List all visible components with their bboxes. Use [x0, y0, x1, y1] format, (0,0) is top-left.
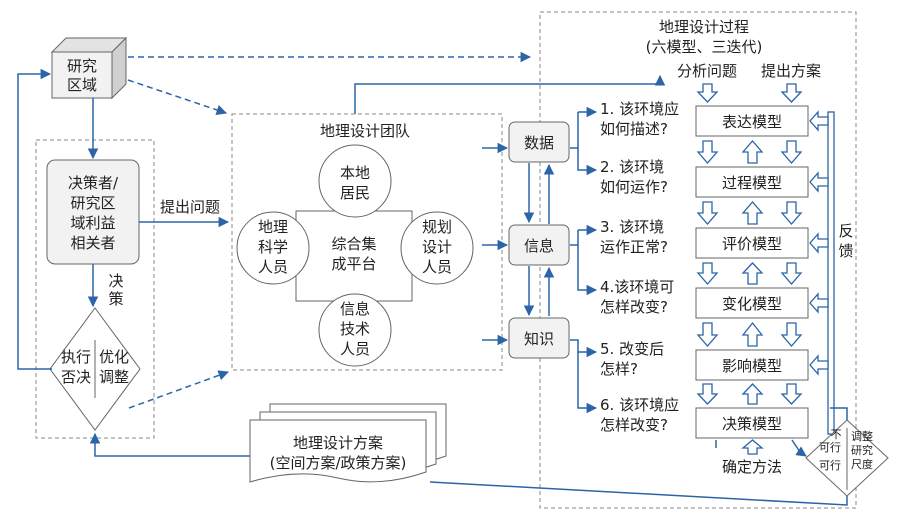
stakeholders-line2: 研究区	[70, 194, 115, 212]
scale-scale-label: 尺度	[851, 457, 873, 471]
feedback-label-2: 馈	[838, 242, 853, 260]
question-1-line2: 如何描述?	[600, 120, 668, 138]
scale-study-label: 研究	[851, 443, 873, 457]
model-3-box: 评价模型	[695, 227, 809, 259]
planner-line1: 规划	[422, 218, 452, 236]
model-1-box: 表达模型	[695, 105, 809, 137]
model-6-box: 决策模型	[695, 407, 809, 439]
feedback-arrows	[809, 110, 829, 376]
plan-documents: 地理设计方案 (空间方案/政策方案)	[249, 403, 447, 483]
stakeholders-box: 决策者/ 研究区 域利益 相关者	[46, 159, 140, 265]
feedback-bar	[827, 111, 835, 435]
question-3-line1: 3. 该环境	[600, 218, 664, 236]
question-2-line1: 2. 该环境	[600, 158, 664, 176]
process-subtitle: (六模型、三迭代)	[646, 38, 763, 56]
stakeholders-line4: 相关者	[70, 234, 115, 252]
question-3-line2: 运作正常?	[600, 238, 668, 256]
iteration-arrows	[696, 83, 803, 455]
local-line2: 居民	[340, 184, 370, 202]
scale-not-label: 不	[831, 428, 842, 441]
local-line1: 本地	[340, 164, 370, 182]
question-4-line1: 4.该环境可	[600, 278, 674, 296]
question-5-line2: 怎样?	[600, 360, 638, 378]
feedback-label-1: 反	[838, 222, 853, 240]
study-area-line1: 研究	[67, 57, 97, 75]
model-4-label: 变化模型	[722, 295, 782, 313]
question-1-line1: 1. 该环境应	[600, 100, 679, 118]
local-residents-circle	[318, 144, 392, 218]
stakeholder-frame	[35, 139, 155, 439]
scale-adjust-label: 调整	[851, 429, 873, 443]
platform-line1: 综合集	[331, 235, 376, 253]
model-1-label: 表达模型	[722, 113, 782, 131]
tech-line3: 人员	[340, 340, 370, 358]
knowledge-box: 知识	[508, 317, 570, 359]
question-6-line2: 怎样改变?	[600, 416, 668, 434]
stakeholders-line1: 决策者/	[68, 174, 119, 192]
label-propose: 提出方案	[761, 62, 821, 80]
decision-adjust: 调整	[99, 368, 129, 386]
geo-line3: 人员	[258, 258, 288, 276]
decision-label-2: 策	[108, 290, 123, 308]
model-2-box: 过程模型	[695, 166, 809, 198]
information-label: 信息	[524, 237, 554, 255]
study-area-line2: 区域	[67, 76, 97, 94]
propose-problem-label: 提出问题	[160, 198, 220, 216]
label-analyze: 分析问题	[677, 62, 737, 80]
geo-line2: 科学	[258, 238, 288, 256]
geo-line1: 地理	[258, 218, 288, 236]
decision-optimize: 优化	[99, 348, 129, 366]
plan-subtitle: (空间方案/政策方案)	[270, 454, 407, 472]
information-box: 信息	[508, 224, 570, 266]
model-3-label: 评价模型	[722, 235, 782, 253]
tech-line1: 信息	[340, 300, 370, 318]
plan-title: 地理设计方案	[293, 434, 383, 452]
process-title: 地理设计过程	[659, 18, 749, 36]
determine-method-label: 确定方法	[722, 458, 782, 476]
tech-line2: 技术	[340, 320, 370, 338]
question-5-line1: 5. 改变后	[600, 340, 664, 358]
model-6-label: 决策模型	[722, 415, 782, 433]
study-area-box: 研究 区域	[50, 36, 128, 100]
platform-line2: 成平台	[331, 255, 376, 273]
stakeholders-line3: 域利益	[70, 214, 115, 232]
planners-circle	[400, 211, 474, 285]
decision-label-1: 决	[108, 272, 123, 290]
decision-diamond: 执行 优化 否决 调整	[49, 307, 141, 431]
planner-line2: 设计	[422, 238, 452, 256]
question-4-line2: 怎样改变?	[600, 298, 668, 316]
question-6-line1: 6. 该环境应	[600, 396, 679, 414]
it-staff-circle	[318, 293, 392, 367]
model-4-box: 变化模型	[695, 287, 809, 319]
model-2-label: 过程模型	[722, 174, 782, 192]
scale-diamond: 不 可行 可行 调整 研究 尺度	[805, 419, 889, 497]
decision-execute: 执行	[61, 348, 91, 366]
geo-scientists-circle	[236, 211, 310, 285]
scale-feasible-label: 可行	[819, 441, 841, 454]
team-title: 地理设计团队	[320, 122, 410, 140]
data-label: 数据	[524, 134, 554, 152]
knowledge-label: 知识	[524, 330, 554, 348]
planner-line3: 人员	[422, 258, 452, 276]
team-frame	[231, 113, 503, 371]
questions: 1. 该环境应 如何描述? 2. 该环境 如何运作? 3. 该环境 运作正常? …	[600, 100, 679, 434]
data-box: 数据	[508, 121, 570, 163]
model-5-box: 影响模型	[695, 349, 809, 381]
question-2-line2: 如何运作?	[600, 178, 668, 196]
model-5-label: 影响模型	[722, 357, 782, 375]
scale-feasible-2-label: 可行	[819, 459, 841, 472]
decision-reject: 否决	[61, 368, 91, 386]
